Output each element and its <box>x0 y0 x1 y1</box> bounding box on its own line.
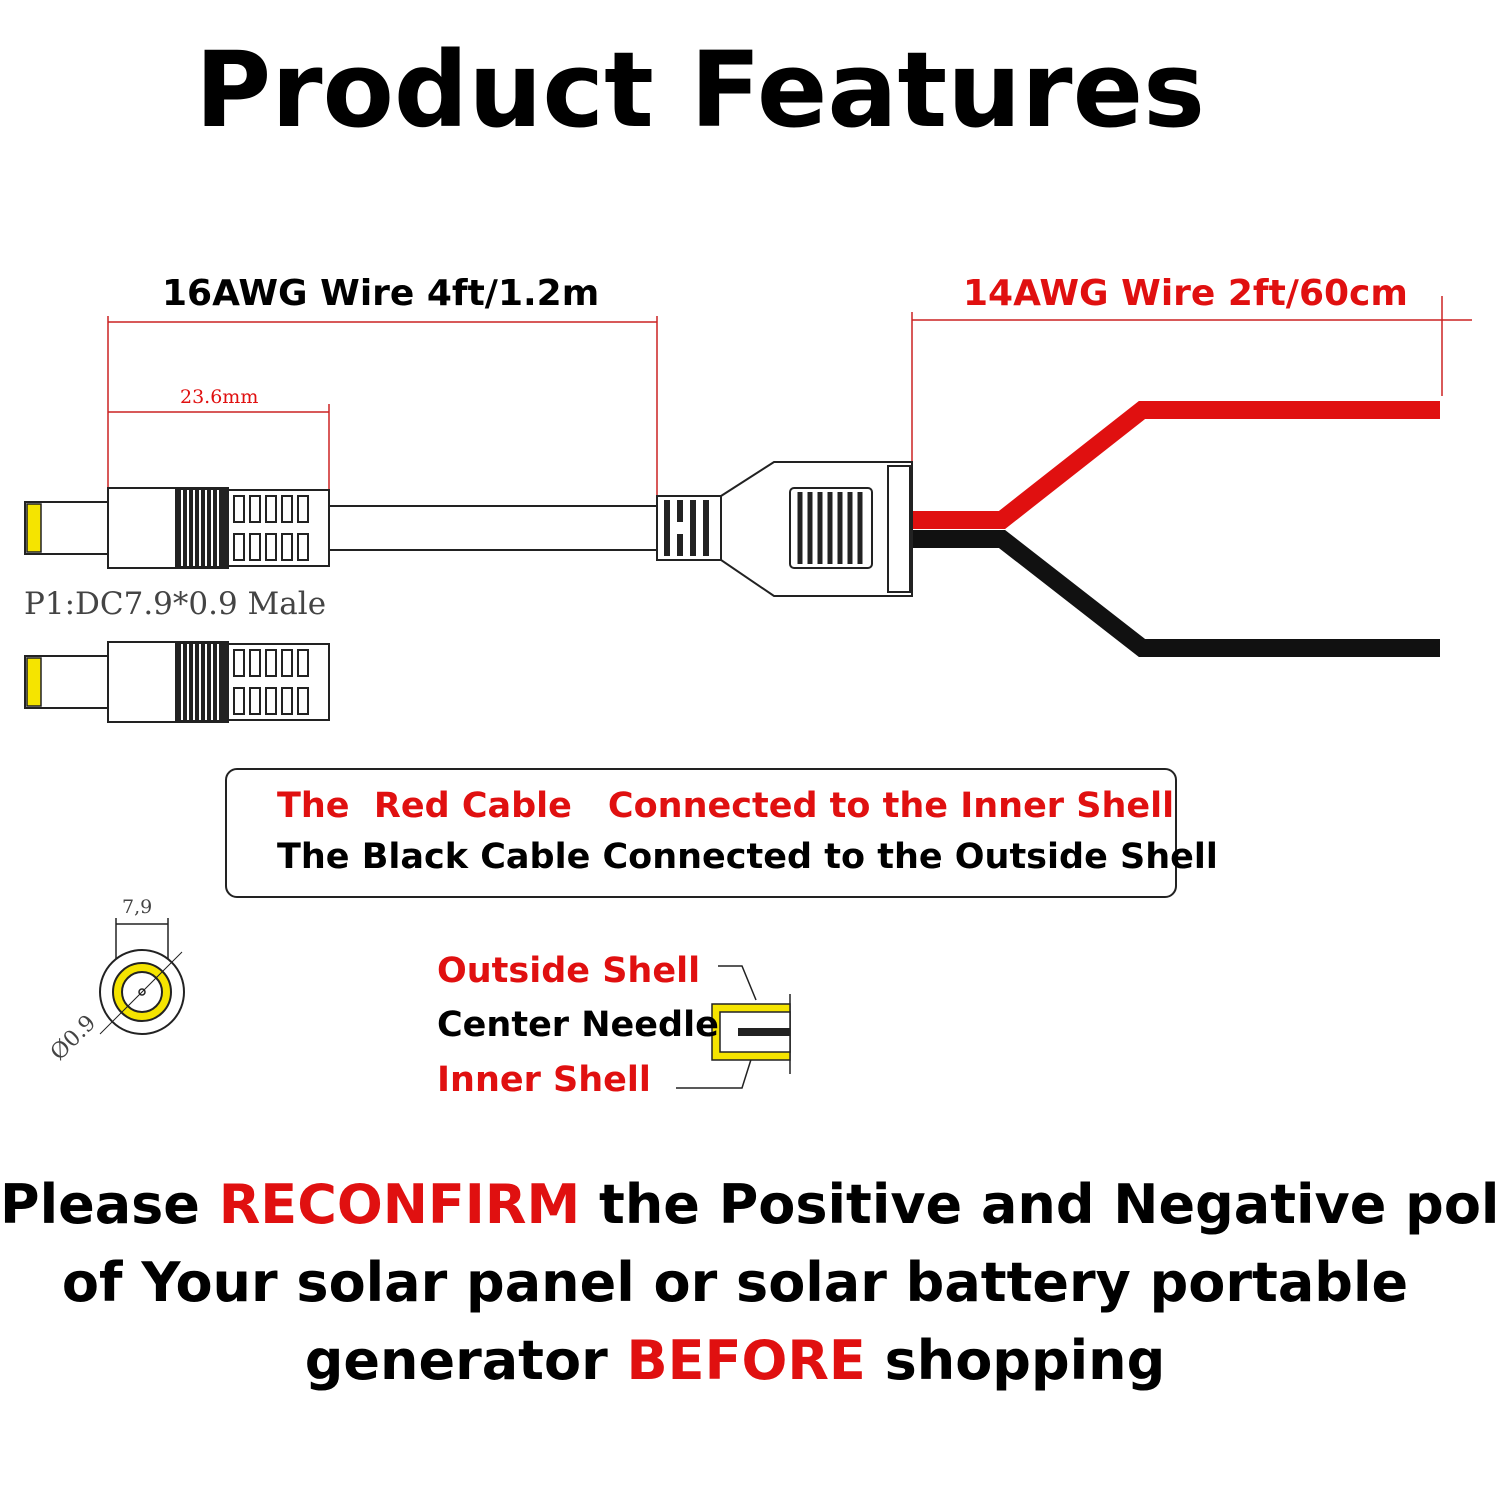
plug-length-dimension-line <box>108 404 330 492</box>
red-wire <box>912 401 1440 529</box>
cable-note-box <box>225 768 1177 898</box>
warning-line-3-a: generator <box>304 1329 627 1392</box>
plug-length-label: 23.6mm <box>180 386 259 408</box>
cross-section-legend <box>676 965 791 1089</box>
plug-top <box>24 487 330 569</box>
warning-line-1-a: Please <box>0 1173 219 1236</box>
warning-line-1-c: the Positive and Negative pole <box>580 1173 1500 1236</box>
left-wire-dimension-line <box>107 316 658 495</box>
left-wire-dimension-label: 16AWG Wire 4ft/1.2m <box>162 273 600 314</box>
red-cable-note: The Red Cable Connected to the Inner Shel… <box>277 786 1174 826</box>
right-wire-dimension-line <box>911 296 1472 466</box>
splitter-housing <box>656 461 913 597</box>
warning-before: BEFORE <box>626 1329 866 1392</box>
page-title: Product Features <box>194 29 1206 151</box>
warning-line-1: Please RECONFIRM the Positive and Negati… <box>0 1170 1500 1240</box>
warning-line-3: generator BEFORE shopping <box>0 1326 1470 1396</box>
connector-type-label: P1:DC7.9*0.9 Male <box>24 586 327 622</box>
red-cable-note-part2: Connected to the Inner Shell <box>607 786 1175 826</box>
outside-shell-label: Outside Shell <box>437 951 701 991</box>
center-needle-label: Center Needle <box>437 1005 719 1045</box>
warning-reconfirm: RECONFIRM <box>218 1173 581 1236</box>
plug-bottom <box>24 641 330 723</box>
black-cable-note: The Black Cable Connected to the Outside… <box>277 837 1218 877</box>
right-wire-dimension-label: 14AWG Wire 2ft/60cm <box>963 273 1408 314</box>
warning-line-3-c: shopping <box>865 1329 1166 1392</box>
outer-diameter-label: 7,9 <box>122 896 153 918</box>
warning-line-2: of Your solar panel or solar battery por… <box>61 1251 1409 1314</box>
plug-front-view <box>99 918 185 1035</box>
black-wire <box>912 530 1440 657</box>
inner-shell-label: Inner Shell <box>437 1060 651 1100</box>
main-cable <box>328 505 660 551</box>
red-cable-note-part1: The Red Cable <box>277 786 572 826</box>
